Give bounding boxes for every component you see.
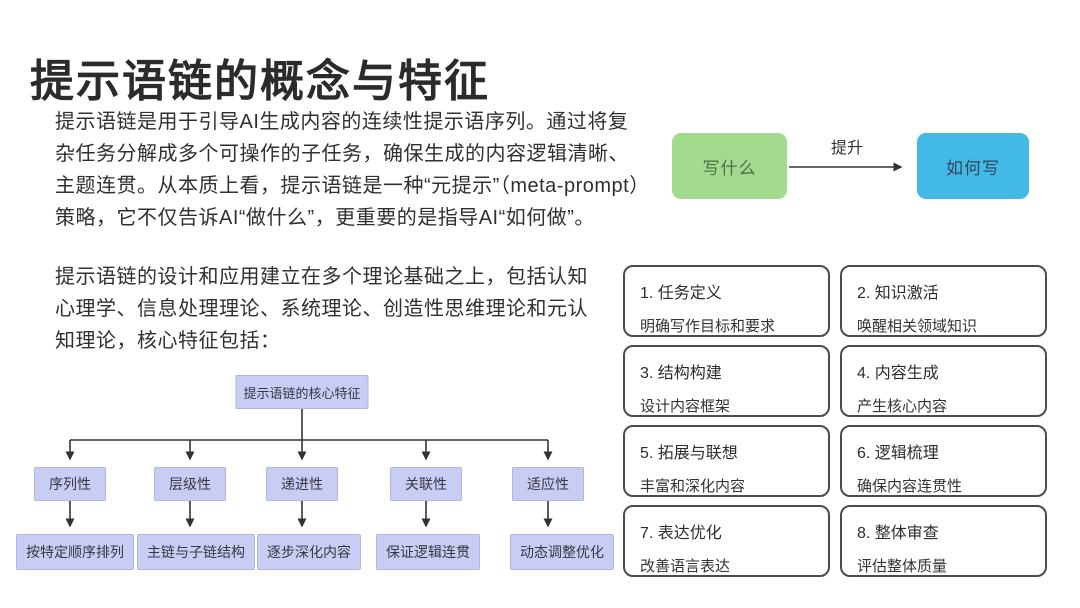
tree-leaf-box: 动态调整优化 <box>510 534 614 570</box>
tree-leaf-box: 按特定顺序排列 <box>16 534 134 570</box>
page-title: 提示语链的概念与特征 <box>30 57 490 107</box>
paragraph-line: 知理论，核心特征包括： <box>55 330 281 352</box>
paragraph-line: 主题连贯。从本质上看，提示语链是一种“元提示”（meta-prompt） <box>55 175 650 197</box>
paragraph-line: 策略，它不仅告诉AI“做什么”，更重要的是指导AI“如何做”。 <box>55 207 595 229</box>
tree-branch-box: 适应性 <box>512 467 584 501</box>
steps-grid: 1. 任务定义 明确写作目标和要求 2. 知识激活 唤醒相关领域知识 3. 结构… <box>623 265 1047 577</box>
step-card-subtitle: 明确写作目标和要求 <box>640 318 776 335</box>
step-card-subtitle: 评估整体质量 <box>857 558 948 575</box>
step-card-title: 7. 表达优化 <box>640 525 722 542</box>
tree-leaf-box: 逐步深化内容 <box>257 534 361 570</box>
step-card-3: 3. 结构构建 设计内容框架 <box>623 345 830 417</box>
step-card-title: 3. 结构构建 <box>640 365 722 382</box>
step-card-1: 1. 任务定义 明确写作目标和要求 <box>623 265 830 337</box>
step-card-title: 5. 拓展与联想 <box>640 445 738 462</box>
tree-branch-box: 层级性 <box>154 467 226 501</box>
theory-paragraph: 提示语链的设计和应用建立在多个理论基础之上，包括认知 心理学、信息处理理论、系统… <box>55 261 588 357</box>
step-card-6: 6. 逻辑梳理 确保内容连贯性 <box>840 425 1047 497</box>
step-card-subtitle: 产生核心内容 <box>857 398 948 415</box>
paragraph-line: 杂任务分解成多个可操作的子任务，确保生成的内容逻辑清晰、 <box>55 143 629 165</box>
step-card-8: 8. 整体审查 评估整体质量 <box>840 505 1047 577</box>
step-card-subtitle: 丰富和深化内容 <box>640 478 746 495</box>
step-card-subtitle: 改善语言表达 <box>640 558 731 575</box>
tree-root-box: 提示语链的核心特征 <box>235 375 369 409</box>
step-card-subtitle: 设计内容框架 <box>640 398 731 415</box>
intro-paragraph: 提示语链是用于引导AI生成内容的连续性提示语序列。通过将复 杂任务分解成多个可操… <box>55 106 650 234</box>
paragraph-line: 提示语链是用于引导AI生成内容的连续性提示语序列。通过将复 <box>55 111 629 133</box>
step-card-2: 2. 知识激活 唤醒相关领域知识 <box>840 265 1047 337</box>
step-card-title: 1. 任务定义 <box>640 285 722 302</box>
paragraph-line: 心理学、信息处理理论、系统理论、创造性思维理论和元认 <box>55 298 588 320</box>
flow-target-box: 如何写 <box>917 133 1029 199</box>
step-card-title: 2. 知识激活 <box>857 285 939 302</box>
step-card-5: 5. 拓展与联想 丰富和深化内容 <box>623 425 830 497</box>
tree-leaf-box: 保证逻辑连贯 <box>376 534 480 570</box>
tree-leaf-box: 主链与子链结构 <box>137 534 255 570</box>
flow-arrow-label: 提升 <box>830 140 863 157</box>
step-card-7: 7. 表达优化 改善语言表达 <box>623 505 830 577</box>
step-card-subtitle: 唤醒相关领域知识 <box>857 318 978 335</box>
step-card-4: 4. 内容生成 产生核心内容 <box>840 345 1047 417</box>
paragraph-line: 提示语链的设计和应用建立在多个理论基础之上，包括认知 <box>55 266 588 288</box>
step-card-title: 8. 整体审查 <box>857 525 939 542</box>
step-card-title: 4. 内容生成 <box>857 365 939 382</box>
tree-branch-box: 关联性 <box>390 467 462 501</box>
step-card-title: 6. 逻辑梳理 <box>857 445 939 462</box>
tree-branch-box: 序列性 <box>34 467 106 501</box>
step-card-subtitle: 确保内容连贯性 <box>857 478 963 495</box>
tree-branch-box: 递进性 <box>266 467 338 501</box>
flow-source-box: 写什么 <box>672 133 787 199</box>
